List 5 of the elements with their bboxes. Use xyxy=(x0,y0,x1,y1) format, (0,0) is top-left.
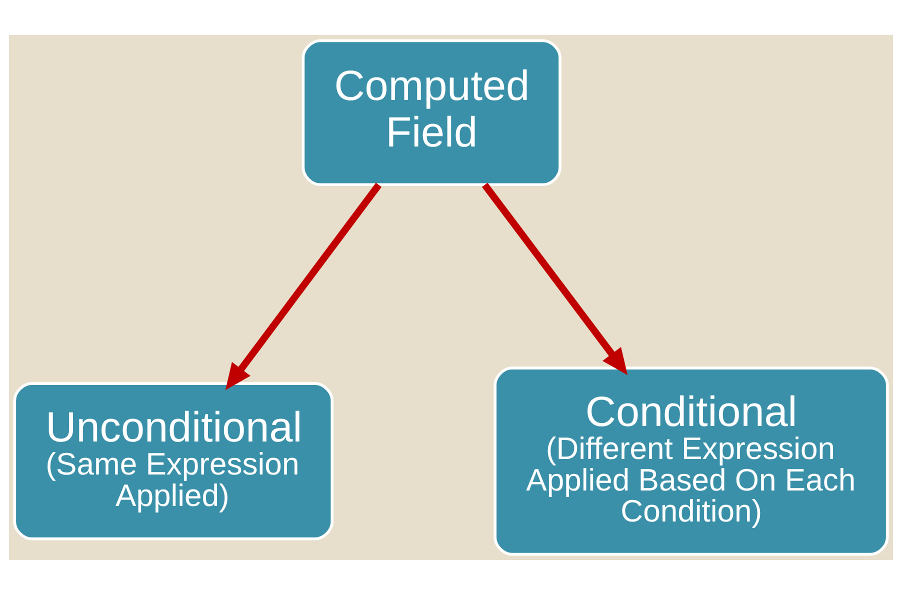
node-box: Conditional (Different Expression Applied Based On Each Condition) xyxy=(493,366,888,556)
arrow xyxy=(224,182,382,390)
node-box: Computed Field xyxy=(301,39,561,186)
node-box: Unconditional (Same Expression Applied) xyxy=(12,382,334,540)
arrow xyxy=(481,182,628,376)
